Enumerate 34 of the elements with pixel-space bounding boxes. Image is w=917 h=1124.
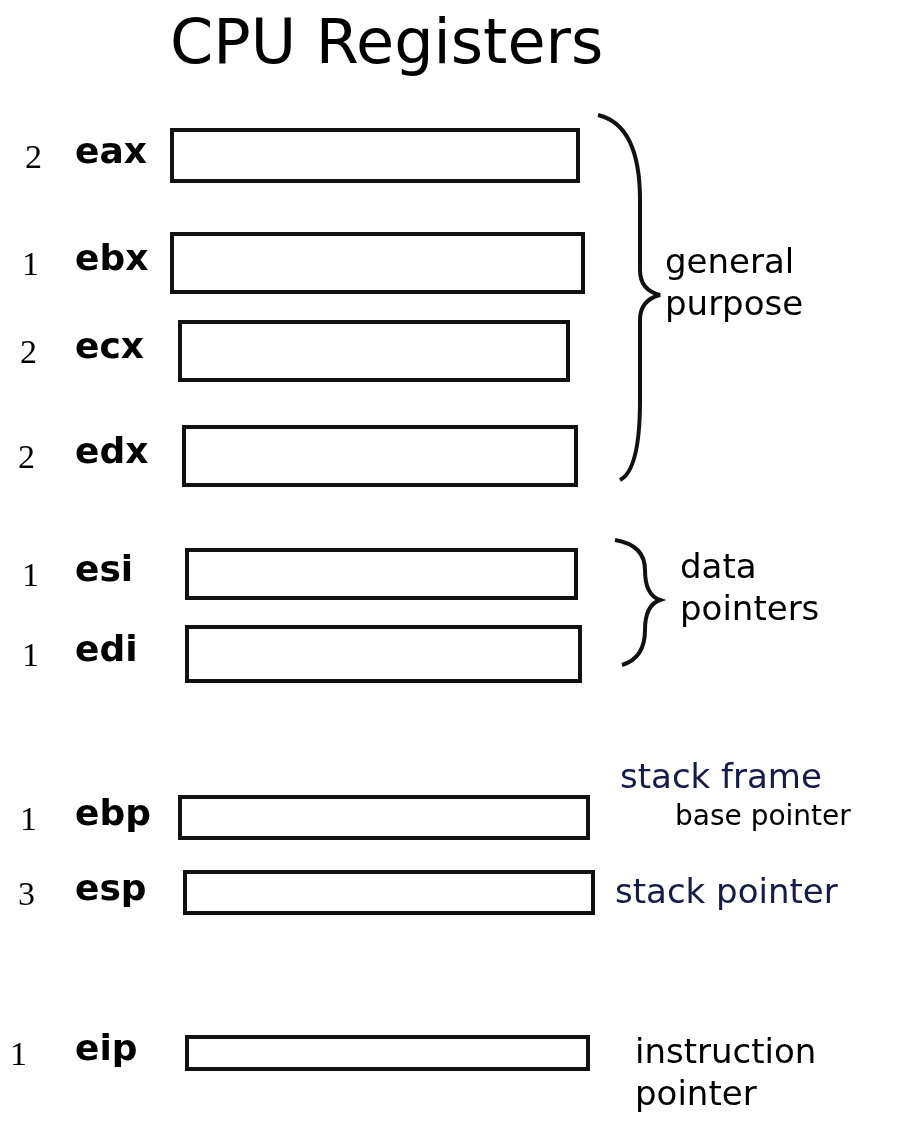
register-name: edx	[75, 430, 149, 471]
register-count: 1	[22, 245, 39, 283]
group-label: instruction pointer	[635, 1030, 818, 1114]
register-count: 2	[20, 333, 37, 371]
register-name: edi	[75, 628, 138, 669]
group-label: stack frame	[620, 755, 822, 797]
group-label: stack pointer	[615, 870, 838, 912]
register-bar	[183, 870, 595, 915]
register-bar	[185, 1035, 590, 1071]
group-label: data pointers	[680, 545, 821, 629]
register-bar	[185, 625, 582, 683]
group-label: general purpose	[665, 240, 805, 324]
register-name: eax	[75, 129, 147, 171]
register-name: eip	[75, 1027, 138, 1068]
register-count: 2	[18, 438, 35, 476]
register-count: 1	[22, 636, 39, 674]
register-name: ebp	[75, 791, 151, 833]
register-bar	[170, 128, 580, 183]
register-bar	[185, 548, 578, 600]
register-name: ecx	[75, 325, 144, 366]
register-bar	[170, 232, 585, 294]
register-name: ebx	[75, 237, 149, 278]
register-count: 1	[22, 556, 39, 594]
register-bar	[178, 320, 570, 382]
register-bar	[182, 425, 578, 487]
register-count: 3	[18, 874, 35, 913]
register-count: 1	[20, 799, 37, 838]
title: CPU Registers	[170, 5, 604, 78]
register-name: esp	[75, 866, 147, 908]
register-count: 2	[25, 137, 42, 176]
group-label: base pointer	[675, 798, 851, 834]
register-name: esi	[75, 548, 134, 589]
register-count: 1	[10, 1035, 27, 1073]
register-bar	[178, 795, 590, 840]
